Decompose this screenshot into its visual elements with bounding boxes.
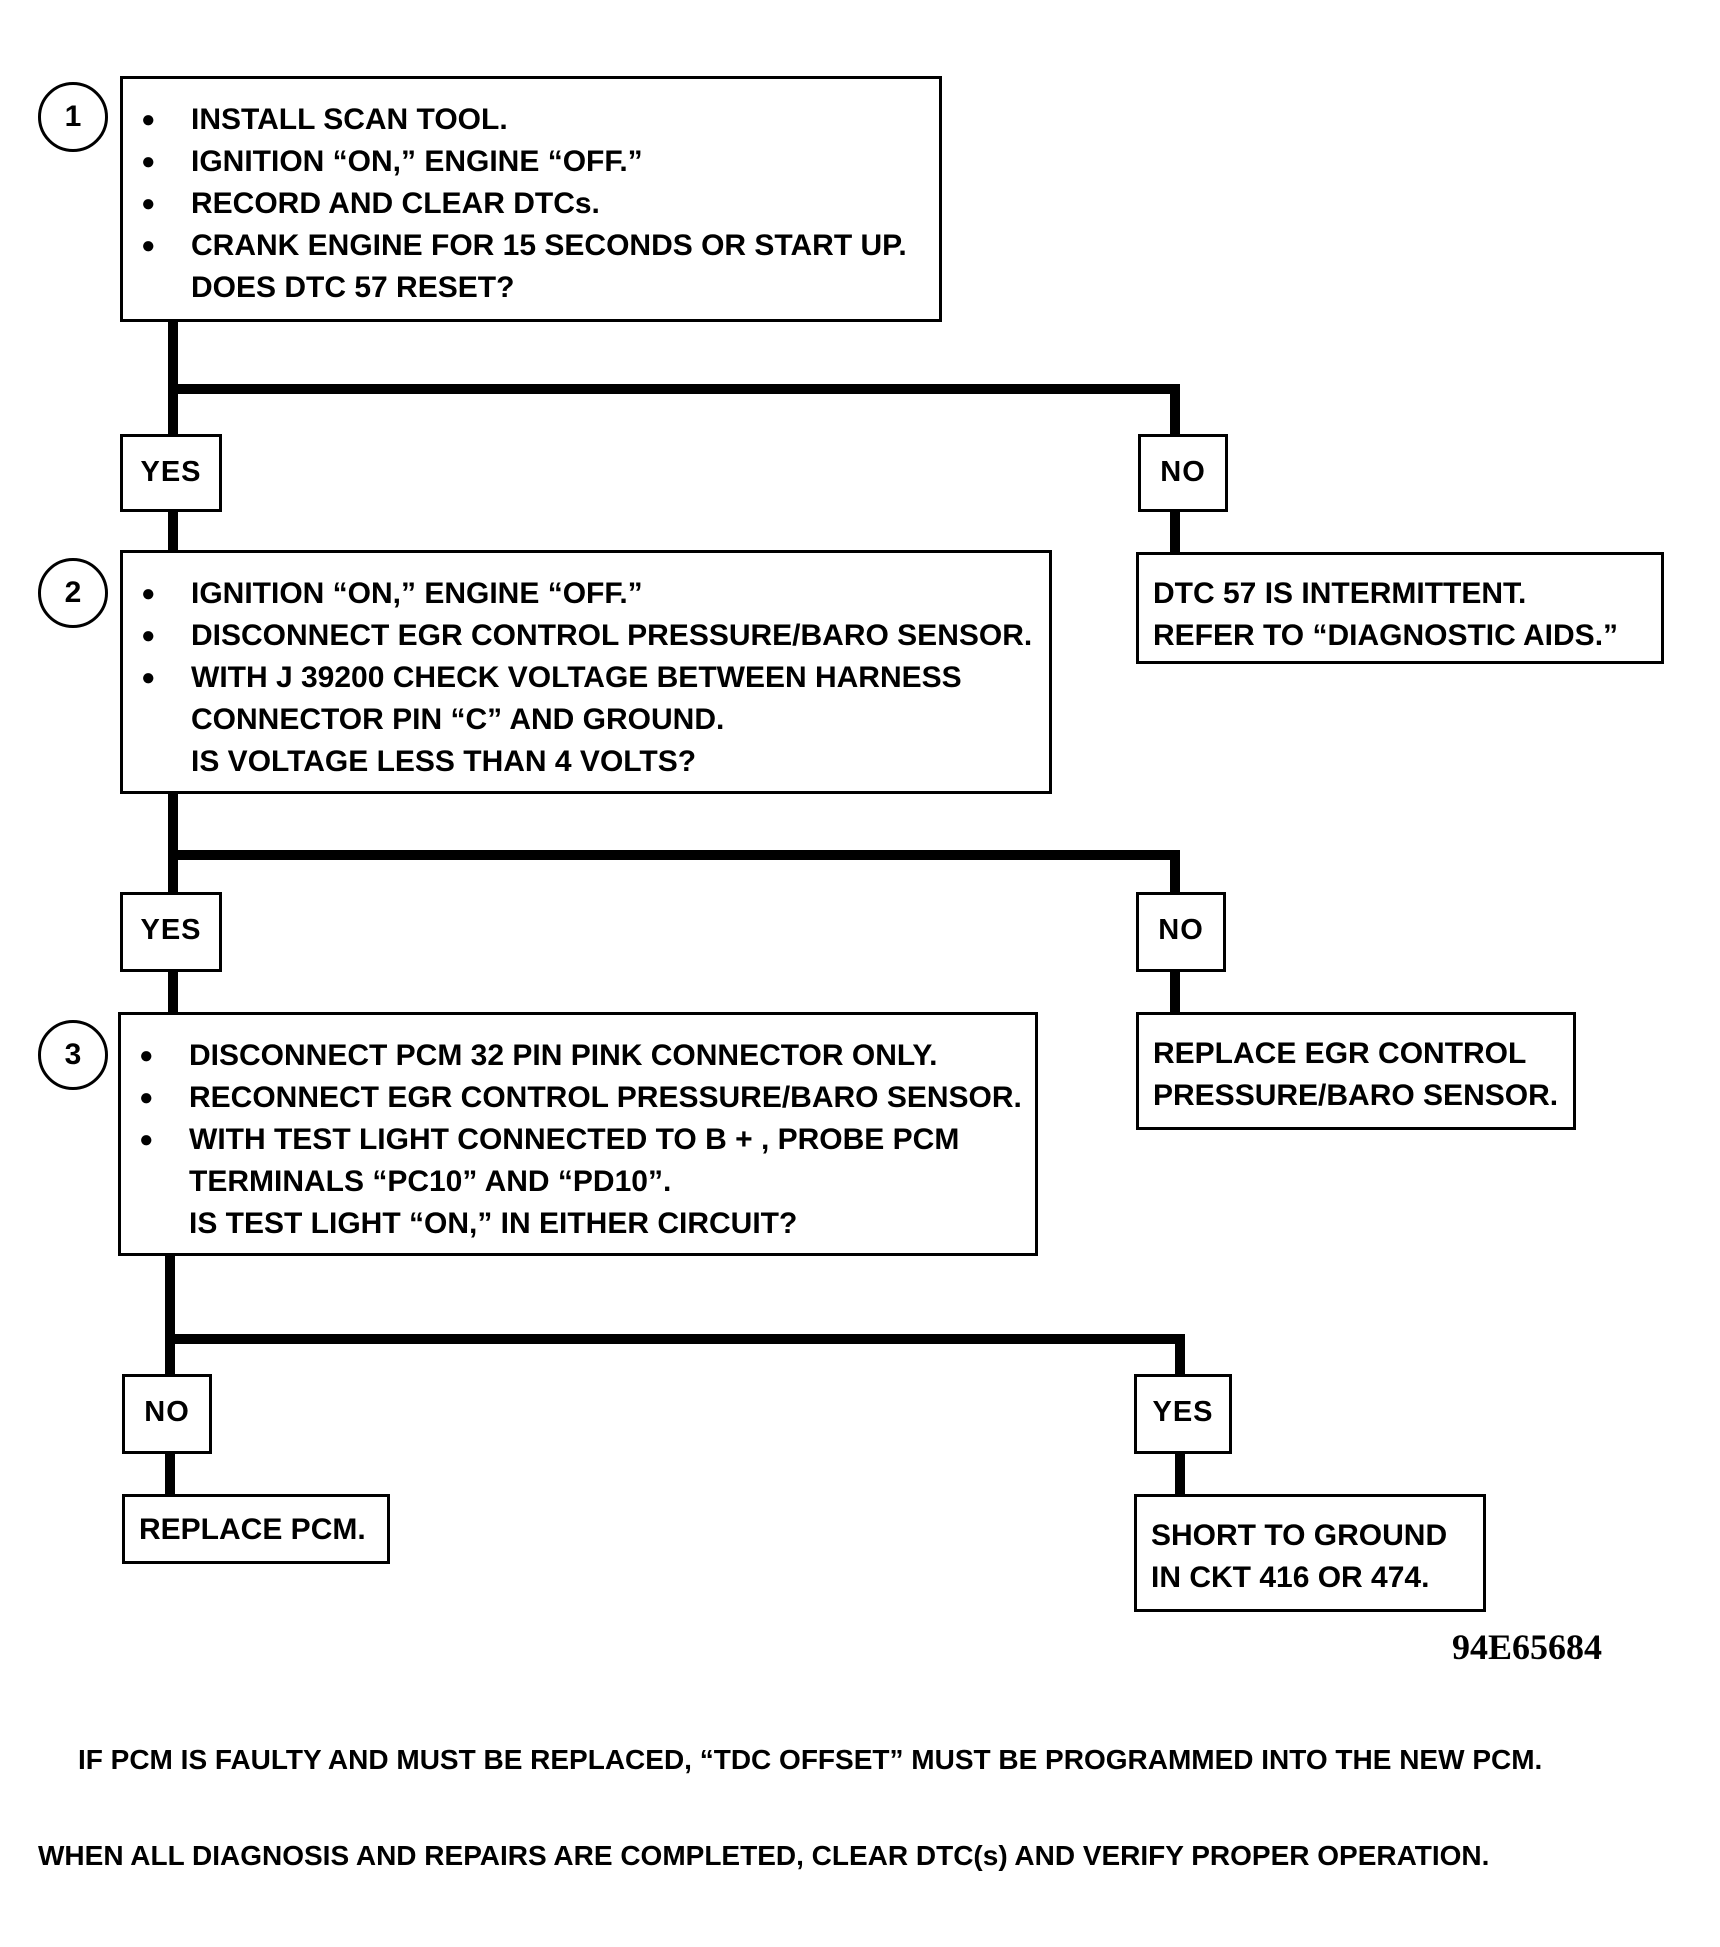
step-3-continuation: TERMINALS “PC10” AND “PD10”. xyxy=(189,1165,672,1198)
step-3-no-result-line: REPLACE PCM. xyxy=(139,1513,366,1546)
connector-step3-right-down xyxy=(1175,1334,1185,1379)
step-1-no-label: NO xyxy=(1138,434,1228,512)
step-2-no-result-line: PRESSURE/BARO SENSOR. xyxy=(1153,1079,1559,1112)
step-1-bullet: RECORD AND CLEAR DTCs. xyxy=(123,183,939,225)
step-1-no-result-line: REFER TO “DIAGNOSTIC AIDS.” xyxy=(1153,619,1619,652)
step-2-number: 2 xyxy=(38,558,108,628)
connector-step2-right-down xyxy=(1170,850,1180,895)
connector-step1-horizontal xyxy=(168,384,1180,394)
step-1-bullet: INSTALL SCAN TOOL. xyxy=(123,99,939,141)
step-2-bullet: WITH J 39200 CHECK VOLTAGE BETWEEN HARNE… xyxy=(123,657,1049,699)
step-2-continuation: CONNECTOR PIN “C” AND GROUND. xyxy=(191,703,725,736)
step-3-bullet: RECONNECT EGR CONTROL PRESSURE/BARO SENS… xyxy=(121,1077,1035,1119)
step-2-no-result-line: REPLACE EGR CONTROL xyxy=(1153,1037,1527,1070)
connector-step2-down xyxy=(168,790,178,895)
note-clear-dtcs: WHEN ALL DIAGNOSIS AND REPAIRS ARE COMPL… xyxy=(38,1840,1490,1871)
step-2-no-result: REPLACE EGR CONTROL PRESSURE/BARO SENSOR… xyxy=(1136,1012,1576,1130)
step-3-yes-result-line: IN CKT 416 OR 474. xyxy=(1151,1561,1430,1594)
step-1-bullet: CRANK ENGINE FOR 15 SECONDS OR START UP. xyxy=(123,225,939,267)
step-1-yes-label: YES xyxy=(120,434,222,512)
step-1-question: DOES DTC 57 RESET? xyxy=(191,271,515,304)
step-1-no-result: DTC 57 IS INTERMITTENT. REFER TO “DIAGNO… xyxy=(1136,552,1664,664)
step-1-bullet: IGNITION “ON,” ENGINE “OFF.” xyxy=(123,141,939,183)
figure-id: 94E65684 xyxy=(1452,1627,1603,1667)
connector-step2-horizontal xyxy=(168,850,1180,860)
step-3-bullets: DISCONNECT PCM 32 PIN PINK CONNECTOR ONL… xyxy=(121,1035,1035,1161)
step-3-no-result: REPLACE PCM. xyxy=(122,1494,390,1564)
connector-step1-yes-down xyxy=(168,508,178,553)
step-3-yes-result: SHORT TO GROUND IN CKT 416 OR 474. xyxy=(1134,1494,1486,1612)
step-3-question: IS TEST LIGHT “ON,” IN EITHER CIRCUIT? xyxy=(189,1207,798,1240)
step-1-number: 1 xyxy=(38,82,108,152)
step-1-no-result-line: DTC 57 IS INTERMITTENT. xyxy=(1153,577,1527,610)
connector-step3-horizontal xyxy=(165,1334,1185,1344)
connector-step2-yes-down xyxy=(168,968,178,1014)
connector-step1-down xyxy=(168,318,178,440)
connector-step3-down xyxy=(165,1254,175,1379)
step-2-no-label: NO xyxy=(1136,892,1226,972)
connector-step1-no-down xyxy=(1170,508,1180,554)
step-2-bullet: IGNITION “ON,” ENGINE “OFF.” xyxy=(123,573,1049,615)
step-3-number: 3 xyxy=(38,1020,108,1090)
step-3-no-label: NO xyxy=(122,1374,212,1454)
connector-step2-no-down xyxy=(1170,968,1180,1014)
step-3-bullet: DISCONNECT PCM 32 PIN PINK CONNECTOR ONL… xyxy=(121,1035,1035,1077)
step-1-bullets: INSTALL SCAN TOOL. IGNITION “ON,” ENGINE… xyxy=(123,99,939,267)
step-1-box: INSTALL SCAN TOOL. IGNITION “ON,” ENGINE… xyxy=(120,76,942,322)
step-2-bullets: IGNITION “ON,” ENGINE “OFF.” DISCONNECT … xyxy=(123,573,1049,699)
step-2-box: IGNITION “ON,” ENGINE “OFF.” DISCONNECT … xyxy=(120,550,1052,794)
step-2-bullet: DISCONNECT EGR CONTROL PRESSURE/BARO SEN… xyxy=(123,615,1049,657)
connector-step3-yes-down xyxy=(1175,1452,1185,1498)
step-3-yes-result-line: SHORT TO GROUND xyxy=(1151,1519,1448,1552)
step-2-question: IS VOLTAGE LESS THAN 4 VOLTS? xyxy=(191,745,697,778)
note-pcm-replacement: IF PCM IS FAULTY AND MUST BE REPLACED, “… xyxy=(78,1744,1543,1775)
step-3-box: DISCONNECT PCM 32 PIN PINK CONNECTOR ONL… xyxy=(118,1012,1038,1256)
step-3-bullet: WITH TEST LIGHT CONNECTED TO B + , PROBE… xyxy=(121,1119,1035,1161)
connector-step3-no-down xyxy=(165,1452,175,1498)
connector-step1-right-down xyxy=(1170,384,1180,440)
step-3-yes-label: YES xyxy=(1134,1374,1232,1454)
step-2-yes-label: YES xyxy=(120,892,222,972)
